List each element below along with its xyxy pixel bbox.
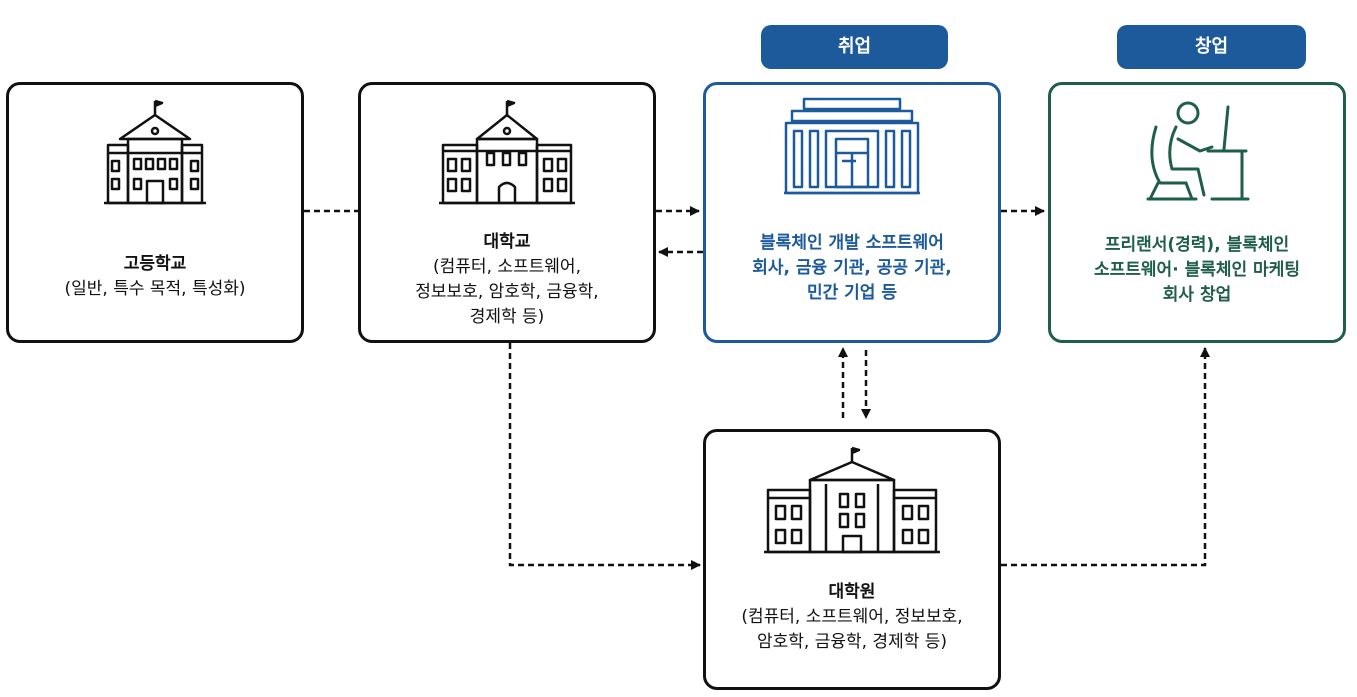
university-box: 대학교 (컴퓨터, 소프트웨어, 정보보호, 암호학, 금융학, 경제학 등) bbox=[358, 82, 656, 343]
employment-text: 블록체인 개발 소프트웨어 회사, 금융 기관, 공공 기관, 민간 기업 등 bbox=[752, 233, 952, 303]
high-school-title: 고등학교 bbox=[123, 254, 187, 274]
arrow-university-to-grad bbox=[508, 343, 701, 570]
graduate-school-building-icon bbox=[764, 446, 940, 554]
startup-text: 프리랜서(경력), 블록체인 소프트웨어· 블록체인 마케팅 회사 창업 bbox=[1094, 235, 1300, 305]
high-school-box: 고등학교 (일반, 특수 목적, 특성화) bbox=[6, 82, 304, 343]
office-building-icon bbox=[784, 97, 920, 195]
university-title: 대학교 bbox=[483, 232, 531, 252]
grad-school-subtitle: (컴퓨터, 소프트웨어, 정보보호, 암호학, 금융학, 경제학 등) bbox=[741, 607, 963, 652]
employment-tag: 취업 bbox=[761, 25, 948, 69]
high-school-subtitle: (일반, 특수 목적, 특성화) bbox=[64, 279, 246, 299]
grad-school-box: 대학원 (컴퓨터, 소프트웨어, 정보보호, 암호학, 금융학, 경제학 등) bbox=[703, 429, 1001, 690]
startup-box: 프리랜서(경력), 블록체인 소프트웨어· 블록체인 마케팅 회사 창업 bbox=[1048, 82, 1346, 343]
grad-school-title: 대학원 bbox=[828, 582, 876, 602]
freelancer-at-desk-icon bbox=[1146, 101, 1250, 201]
arrow-grad-to-startup bbox=[1001, 347, 1210, 567]
university-building-icon bbox=[439, 99, 575, 205]
startup-tag: 창업 bbox=[1117, 25, 1306, 69]
school-building-icon bbox=[104, 99, 206, 205]
employment-box: 블록체인 개발 소프트웨어 회사, 금융 기관, 공공 기관, 민간 기업 등 bbox=[703, 82, 1001, 343]
university-subtitle: (컴퓨터, 소프트웨어, 정보보호, 암호학, 금융학, 경제학 등) bbox=[415, 257, 599, 327]
